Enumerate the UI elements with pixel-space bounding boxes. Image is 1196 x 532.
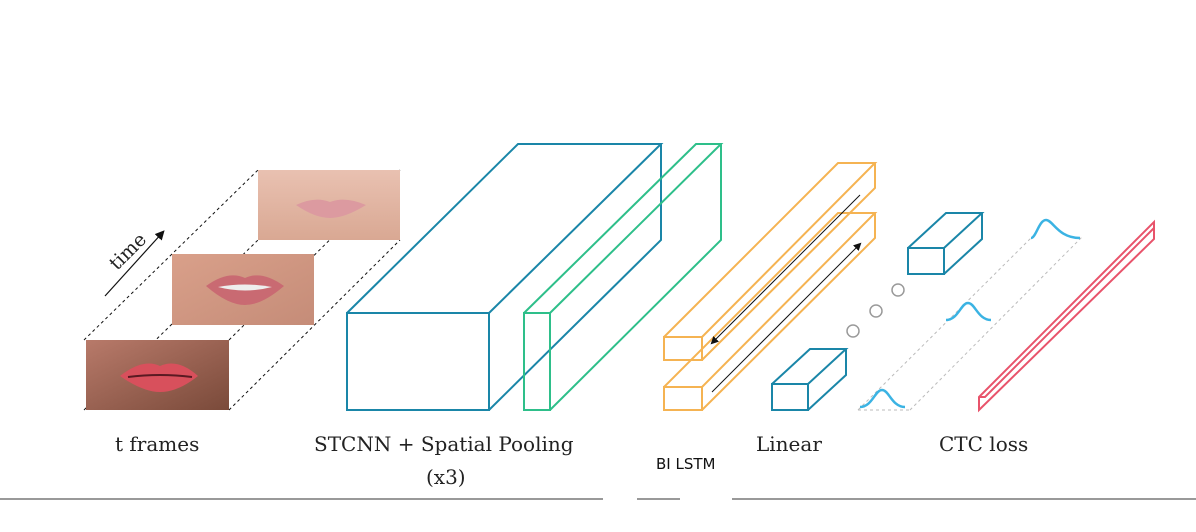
stcnn-repeat-label: (x3) xyxy=(426,465,466,489)
ctc-loss-block xyxy=(978,219,1155,413)
linear-label: Linear xyxy=(756,432,822,456)
frame-front xyxy=(86,340,229,410)
linear-block xyxy=(771,212,985,411)
stcnn-block xyxy=(346,143,664,411)
ellipsis-dots xyxy=(846,283,905,338)
frames-stack xyxy=(83,169,401,411)
stcnn-label: STCNN + Spatial Pooling xyxy=(314,432,574,456)
ctc-dashed-frame xyxy=(857,236,1083,411)
ctc-loss-label: CTC loss xyxy=(939,432,1029,456)
bilstm-block xyxy=(663,162,878,411)
frame-back xyxy=(258,170,400,240)
time-arrow xyxy=(104,230,165,297)
bilstm-label: BI LSTM xyxy=(656,455,716,473)
ctc-gaussian-curves xyxy=(859,218,1081,409)
frames-label: t frames xyxy=(115,432,200,456)
rule-gap xyxy=(680,495,732,503)
spatial-pooling-block xyxy=(523,143,724,411)
frame-middle xyxy=(172,254,314,325)
bilstm-arrows xyxy=(710,194,862,393)
